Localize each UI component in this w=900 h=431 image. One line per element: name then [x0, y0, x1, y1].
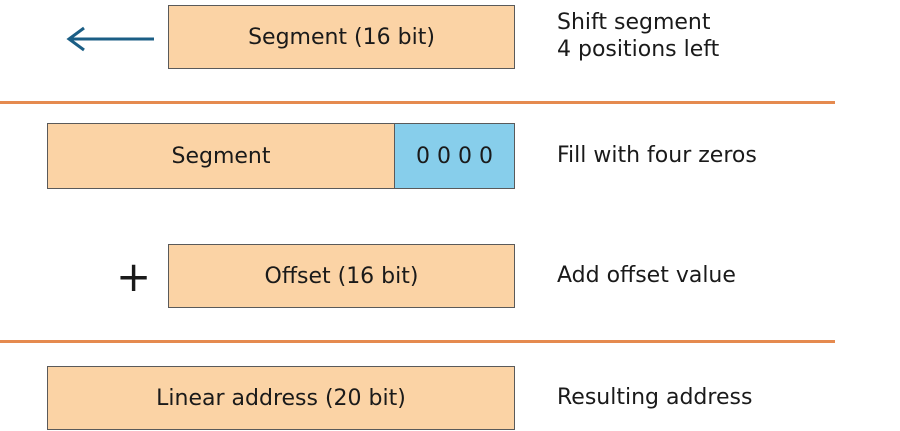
fill-note: Fill with four zeros	[557, 143, 757, 168]
zero-fill-box: 0 0 0 0	[394, 123, 515, 189]
segment-box: Segment	[47, 123, 395, 189]
divider-bottom	[0, 340, 835, 343]
plus-operator: +	[116, 252, 152, 301]
divider-top	[0, 101, 835, 104]
segment-16bit-box: Segment (16 bit)	[168, 5, 515, 69]
add-note: Add offset value	[557, 263, 736, 288]
shift-note-line1: Shift segment	[557, 10, 711, 35]
linear-address-box: Linear address (20 bit)	[47, 366, 515, 430]
result-note: Resulting address	[557, 385, 753, 410]
shift-note-line2: 4 positions left	[557, 37, 720, 62]
offset-16bit-box: Offset (16 bit)	[168, 244, 515, 308]
arrow-left-icon	[66, 26, 154, 52]
